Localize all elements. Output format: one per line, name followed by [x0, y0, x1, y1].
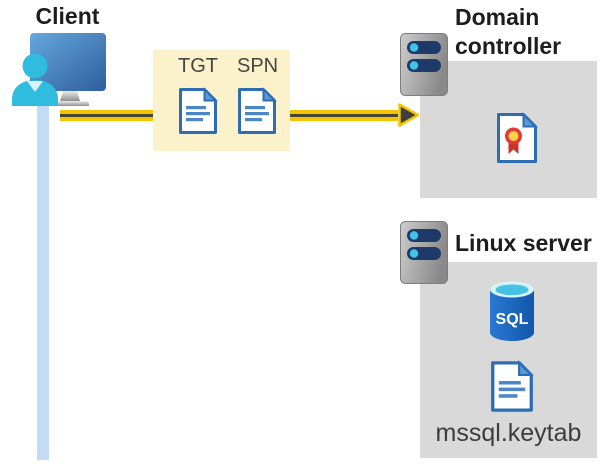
sql-database-icon: SQL [488, 281, 536, 346]
keytab-document-icon [490, 360, 534, 418]
certificate-icon [496, 112, 538, 169]
linux-server-title: Linux server [455, 230, 592, 256]
client-title: Client [35, 3, 100, 29]
spn-document-icon [237, 87, 277, 140]
spn-label: SPN [237, 55, 279, 77]
client-workstation-icon [10, 28, 110, 113]
linux-server-server-icon [400, 221, 448, 289]
tgt-label: TGT [178, 55, 218, 77]
sql-label: SQL [496, 311, 529, 328]
auth-arrow-left-segment [60, 110, 153, 121]
domain-controller-server-icon [400, 33, 448, 101]
auth-arrow-right-segment [290, 110, 398, 121]
tgt-document-icon [178, 87, 218, 140]
arrowhead-icon [397, 101, 421, 134]
client-connection-line [37, 90, 49, 460]
keytab-filename-label: mssql.keytab [435, 419, 582, 447]
domain-controller-title: Domain controller [455, 4, 562, 59]
